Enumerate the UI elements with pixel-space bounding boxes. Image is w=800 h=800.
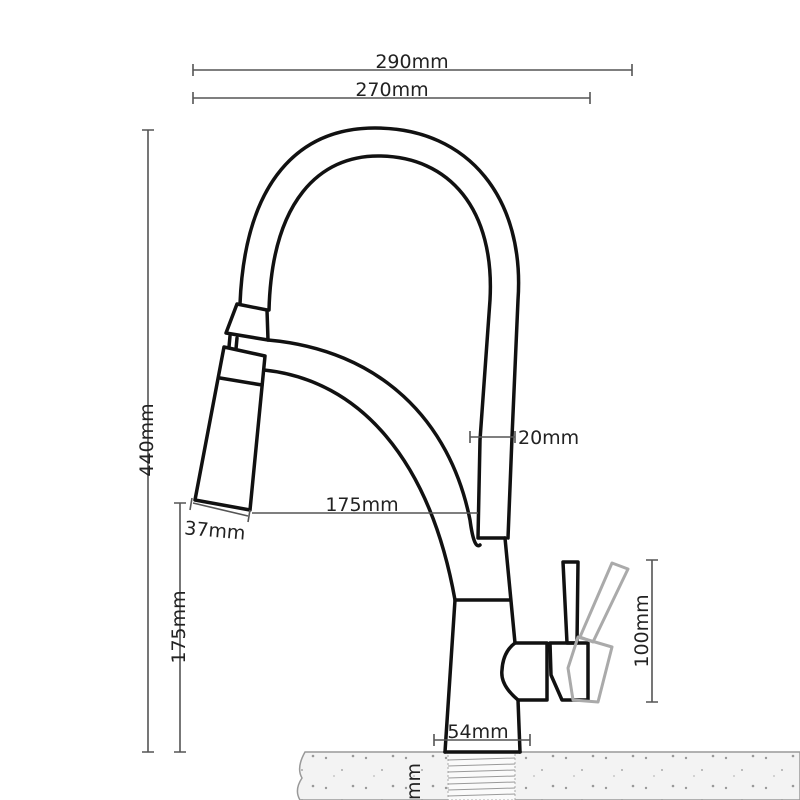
svg-text:100mm: 100mm — [631, 594, 653, 667]
dimension-20: 20mm — [469, 427, 579, 449]
dimension-175-vertical: 175mm — [168, 502, 190, 753]
spray-head — [193, 302, 270, 512]
svg-text:20mm: 20mm — [518, 427, 579, 449]
dimension-37: 37mm — [183, 497, 251, 545]
svg-text:270mm: 270mm — [355, 79, 428, 101]
faucet-outline — [193, 126, 630, 754]
mounting-thread — [447, 752, 516, 800]
svg-text:175mm: 175mm — [325, 494, 398, 516]
dimension-54: 54mm — [433, 721, 531, 746]
countertop: mm — [296, 751, 800, 800]
svg-text:290mm: 290mm — [375, 51, 448, 73]
dimension-290: 290mm — [192, 51, 633, 76]
dimension-175-horizontal: 175mm — [252, 494, 478, 516]
counter-dimension-label: mm — [403, 763, 425, 800]
dimension-440: 440mm — [136, 129, 158, 753]
svg-text:37mm: 37mm — [183, 517, 246, 544]
dimension-270: 270mm — [192, 79, 591, 104]
svg-text:175mm: 175mm — [168, 590, 190, 663]
svg-text:54mm: 54mm — [447, 721, 508, 743]
dimension-100: 100mm — [631, 559, 658, 703]
svg-text:440mm: 440mm — [136, 403, 158, 476]
ghost-handle-position — [566, 561, 630, 704]
